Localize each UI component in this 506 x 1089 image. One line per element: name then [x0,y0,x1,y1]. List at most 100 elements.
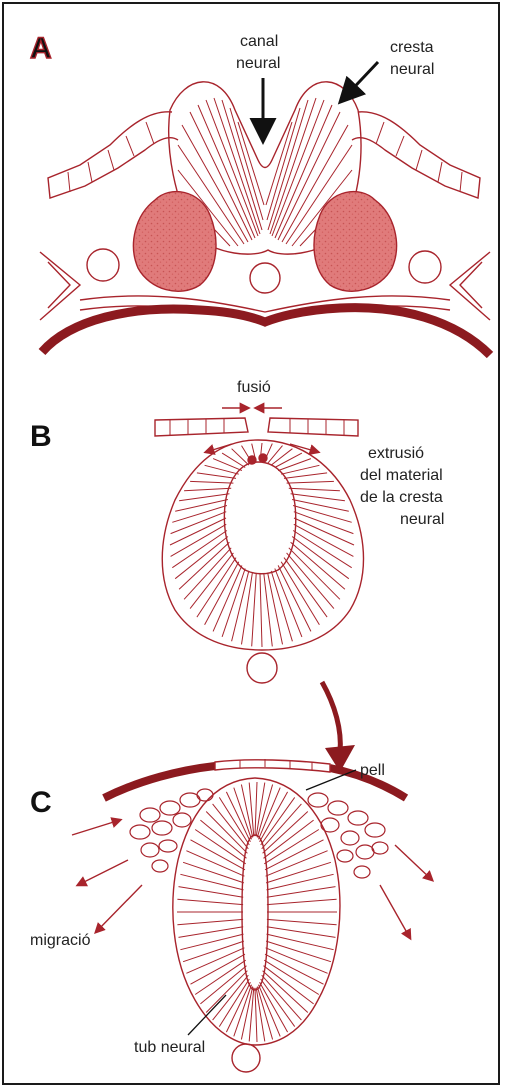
notochord-b [247,653,277,683]
cell-line [267,927,336,938]
ectoderm-b-cells [170,418,344,436]
panel-c: C [30,759,432,1072]
cell-line [255,988,257,1042]
cell-line [293,506,352,523]
panel-letter-c: C [30,786,52,819]
cell-line [266,941,331,962]
cell-line [294,512,354,534]
dark-band-a [42,308,490,355]
cell-line [241,987,252,1040]
cell-line [275,453,302,467]
transition-arrow [322,682,340,752]
arrow-migration-2 [78,860,128,885]
cell-line [242,573,253,645]
label-extrusio-2: del material [360,467,443,484]
label-extrusio-3: de la cresta [360,489,443,506]
ectoderm-left [48,112,178,198]
cell-line [284,473,327,479]
cell-line [265,954,324,984]
cell-line [267,874,334,890]
cell-line [183,862,244,883]
cell-line [186,851,244,877]
leader-tub-neural [188,995,226,1035]
cell-line [262,975,302,1020]
label-canal-line2: neural [236,55,280,72]
leader-pell [306,770,356,790]
crest-cluster-left [130,789,213,872]
cell-line [232,449,249,465]
cell-line [197,473,236,479]
cell-line [179,494,229,501]
somite-left [133,192,216,292]
cell-line [252,574,257,647]
arrow-migration-1 [72,820,120,835]
cell-line [262,804,302,849]
cell-line [291,494,345,501]
dorsal-aorta-right [409,251,441,283]
cell-line [190,481,233,483]
cell-line [291,542,345,589]
cell-line [180,874,243,890]
arrow-migration-5 [380,885,410,938]
cell-line [241,785,252,838]
cell-line [172,506,227,523]
panel-b: B fusió extrusió del materi [30,379,444,683]
cell-line [264,574,273,647]
cell-line [292,537,349,579]
cell-line [287,481,334,483]
skin-dark-left [104,766,215,798]
cell-line [226,982,250,1032]
cell-line [281,465,319,474]
label-canal-line1: canal [240,33,278,50]
cell-line [266,862,331,883]
cell-line [177,919,243,924]
cell-line [184,548,231,600]
neural-tube-b-cells [170,443,354,647]
cell-line [267,934,334,950]
cell-line [292,500,349,512]
cell-line [242,446,253,464]
notochord-c [232,1044,260,1072]
cell-line [271,449,292,465]
cell-line [267,887,336,898]
cell-line [186,948,244,974]
ectoderm-left-cells [68,122,154,192]
cell-line [177,899,243,904]
cell-line [265,840,324,870]
lateral-mesoderm-left [40,252,80,320]
panel-a: A [30,32,490,355]
panel-letter-a: A [30,32,52,65]
somite-right [314,192,397,292]
label-extrusio-4: neural [400,511,444,528]
notochord-a [250,263,280,293]
cell-line [179,542,229,589]
neural-tube-c-cells [177,782,337,1042]
arrow-migration-4 [395,845,432,880]
cell-line [179,927,244,938]
label-cresta-line2: neural [390,61,434,78]
cell-line [267,919,337,924]
cell-line [266,948,328,974]
cell-line [287,553,334,609]
cell-line [255,782,257,836]
label-tub-neural: tub neural [134,1039,205,1056]
skin-light [215,760,330,772]
cell-line [222,453,245,467]
neural-tube-b [162,440,363,650]
lateral-mesoderm-right [450,252,490,320]
cell-line [175,537,228,579]
arrow-migration-3 [96,885,142,932]
cell-line [226,792,250,842]
cell-line [183,941,244,962]
cell-line [249,783,254,837]
cell-line [179,887,244,898]
cell-line [264,820,314,858]
cell-line [249,988,254,1042]
arrow-cresta [344,62,378,98]
cell-line [184,488,231,491]
cell-line [175,500,228,512]
cell-line [180,934,243,950]
label-pell: pell [360,762,385,779]
cell-line [232,571,249,641]
